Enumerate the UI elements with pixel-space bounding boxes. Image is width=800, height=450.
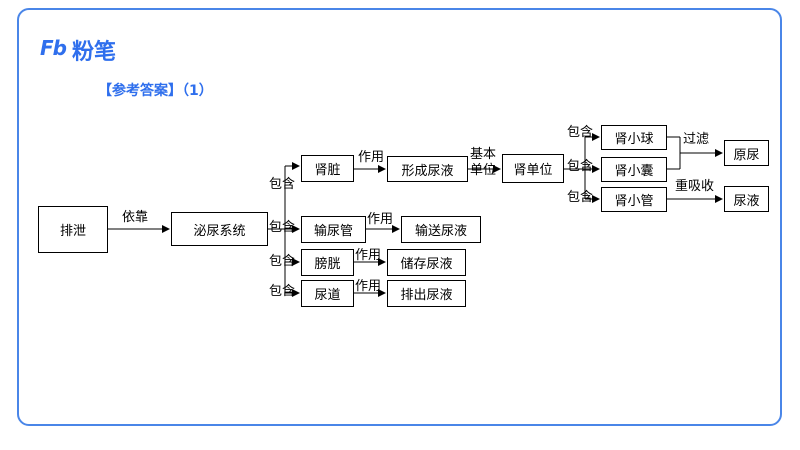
node-shenxiaoguan: 肾小管 [601,187,667,212]
node-paixie: 排泄 [38,206,108,253]
edge-label-baohan-pangguang: 包含 [269,254,296,269]
node-shusong-niaoye: 输送尿液 [401,216,481,243]
edge-label-zuoyong-2: 作用 [367,212,394,227]
node-yuanniao: 原尿 [724,140,769,166]
edge-label-baohan-niaodao: 包含 [269,284,296,299]
logo-text: 粉笔 [72,40,117,65]
edge-label-baohan-shenxiaoqiu: 包含 [567,125,594,140]
edge-label-yikao: 依靠 [122,210,149,225]
edge-label-danwei: 单位 [470,163,497,178]
edge-label-zuoyong-4: 作用 [355,279,382,294]
node-miniao-system: 泌尿系统 [171,212,268,246]
content-frame [17,8,782,426]
node-pangguang: 膀胱 [301,249,354,276]
node-paichu-niaoye: 排出尿液 [387,280,466,307]
edge-label-baohan-shenzang: 包含 [269,177,296,192]
node-shenzang: 肾脏 [301,155,354,182]
edge-label-chongxishou: 重吸收 [675,179,715,194]
edge-label-zuoyong-3: 作用 [355,248,382,263]
edge-label-guolv: 过滤 [683,132,710,147]
node-niaodao: 尿道 [301,280,354,307]
node-shenxiaonang: 肾小囊 [601,157,667,182]
node-shendanwei: 肾单位 [502,154,564,183]
edge-label-baohan-shenxiaoguan: 包含 [567,190,594,205]
node-chucun-niaoye: 储存尿液 [387,249,466,276]
edge-label-baohan-shuniaoguan: 包含 [269,220,296,235]
node-shuniaoguan: 输尿管 [301,216,366,243]
edge-label-zuoyong-1: 作用 [358,150,385,165]
edge-label-jiben: 基本 [470,147,497,162]
answer-title: 【参考答案】（1） [98,83,213,99]
edge-label-jiben-danwei: 基本 单位 [470,147,500,179]
node-niaoye: 尿液 [724,186,769,212]
logo-icon: Fb [40,36,67,60]
edge-label-baohan-shenxiaonang: 包含 [567,159,594,174]
node-xingcheng-niaoye: 形成尿液 [387,156,468,182]
node-shenxiaoqiu: 肾小球 [601,125,667,150]
